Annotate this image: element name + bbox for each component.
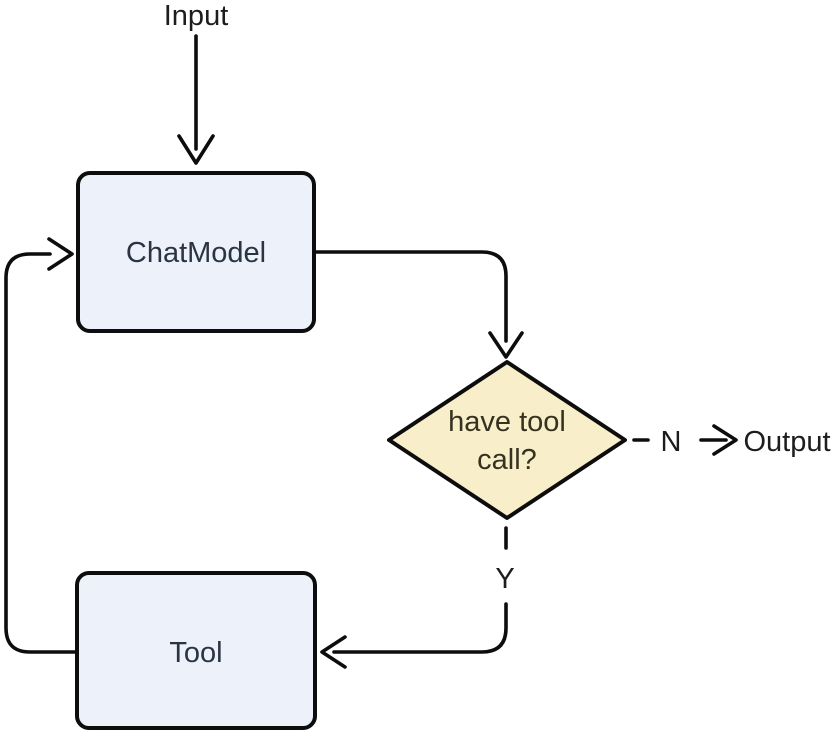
node-decision: have tool call?: [387, 360, 627, 520]
decision-diamond: [387, 360, 627, 520]
chatmodel-label: ChatModel: [126, 237, 266, 269]
tool-box: [75, 571, 317, 730]
decision-label-line2: call?: [477, 444, 537, 476]
edge-label-y: Y: [495, 563, 514, 595]
edge-line: [332, 602, 508, 654]
arrow-right-icon: [47, 237, 74, 271]
node-output-label: Output: [743, 426, 830, 458]
node-input-label: Input: [164, 0, 229, 32]
arrow-down-icon: [488, 331, 524, 359]
edge-decision-to-output: N: [632, 424, 738, 458]
arrow-right-icon: [712, 424, 738, 456]
edge-line: [4, 252, 78, 654]
arrow-down-icon: [177, 134, 215, 165]
tool-label: Tool: [169, 637, 222, 669]
edge-tool-to-chatmodel: [4, 237, 78, 654]
node-chatmodel: ChatModel: [76, 171, 316, 333]
decision-label-line1: have tool: [448, 406, 566, 438]
chatmodel-box: [76, 171, 316, 333]
edge-input-to-chatmodel: [177, 34, 215, 165]
edge-line: [313, 250, 508, 343]
arrow-left-icon: [320, 635, 347, 669]
node-tool: Tool: [75, 571, 317, 730]
edge-label-n: N: [661, 426, 682, 458]
edge-decision-to-tool: Y: [320, 526, 515, 669]
edge-chatmodel-to-decision: [313, 250, 524, 359]
